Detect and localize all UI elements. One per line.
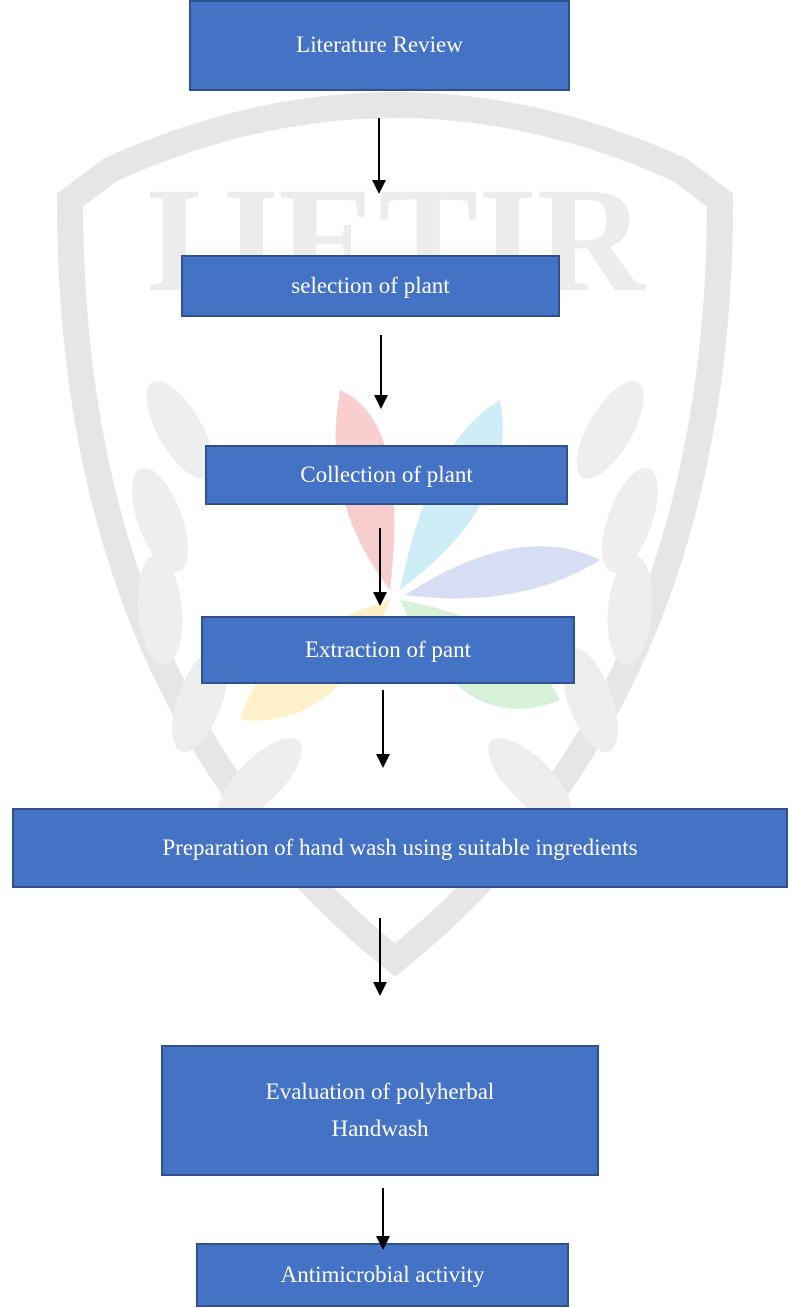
arrow-down-1 [372,118,386,194]
step-label-line-2: Handwash [331,1115,429,1141]
arrow-down-6 [376,1188,390,1251]
step-label: selection of plant [291,272,450,298]
step-extraction-of-plant: Extraction of pant [201,616,575,684]
step-evaluation-of-handwash: Evaluation of polyherbal Handwash [161,1045,599,1176]
step-label-line-1: Evaluation of polyherbal [265,1078,495,1104]
arrow-down-5 [373,918,387,998]
step-collection-of-plant: Collection of plant [205,445,568,505]
arrow-down-3 [373,528,387,608]
step-label: Extraction of pant [304,636,472,662]
arrow-down-4 [376,690,390,770]
step-label: Collection of plant [300,461,473,487]
step-selection-of-plant: selection of plant [181,255,560,317]
step-literature-review: Literature Review [189,0,570,91]
step-label: Literature Review [296,32,463,58]
arrow-down-2 [374,335,388,410]
step-label: Antimicrobial activity [280,1261,485,1287]
step-preparation-of-hand-wash: Preparation of hand wash using suitable … [12,808,788,888]
step-antimicrobial-activity: Antimicrobial activity [196,1243,569,1307]
step-label: Preparation of hand wash using suitable … [162,834,638,860]
